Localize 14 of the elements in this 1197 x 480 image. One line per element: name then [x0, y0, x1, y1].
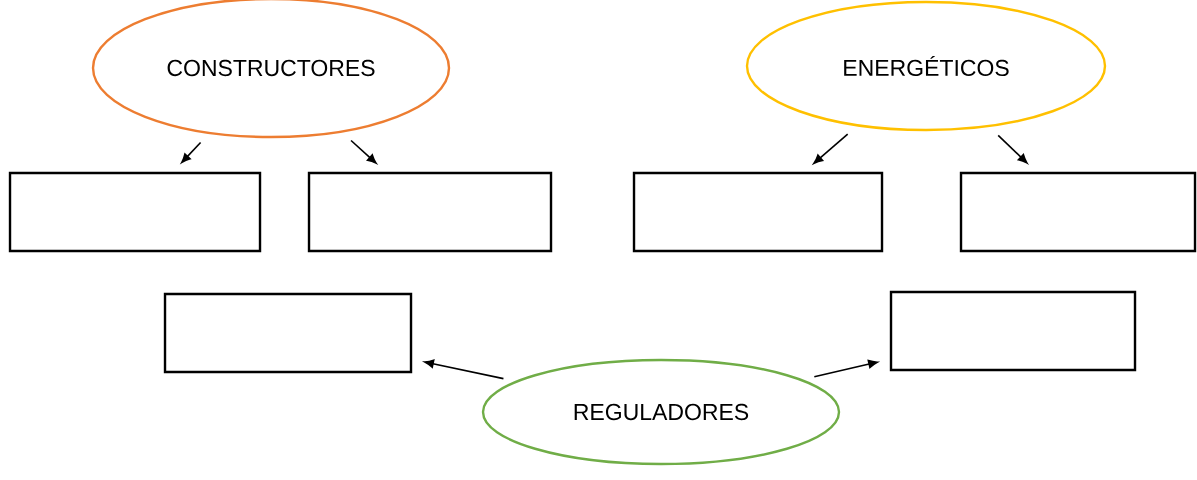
arrow	[424, 359, 505, 380]
empty-box	[8, 171, 262, 253]
empty-box	[163, 292, 413, 374]
arrow	[181, 141, 202, 164]
empty-box	[307, 171, 553, 253]
arrow	[813, 359, 878, 378]
ellipse-node: ENERGÉTICOS	[745, 0, 1107, 132]
empty-box	[959, 171, 1197, 253]
empty-box	[889, 290, 1137, 372]
empty-box	[632, 171, 884, 253]
arrow	[997, 134, 1028, 164]
ellipse-node: REGULADORES	[481, 358, 841, 466]
arrow	[813, 133, 849, 165]
arrow	[350, 139, 377, 164]
